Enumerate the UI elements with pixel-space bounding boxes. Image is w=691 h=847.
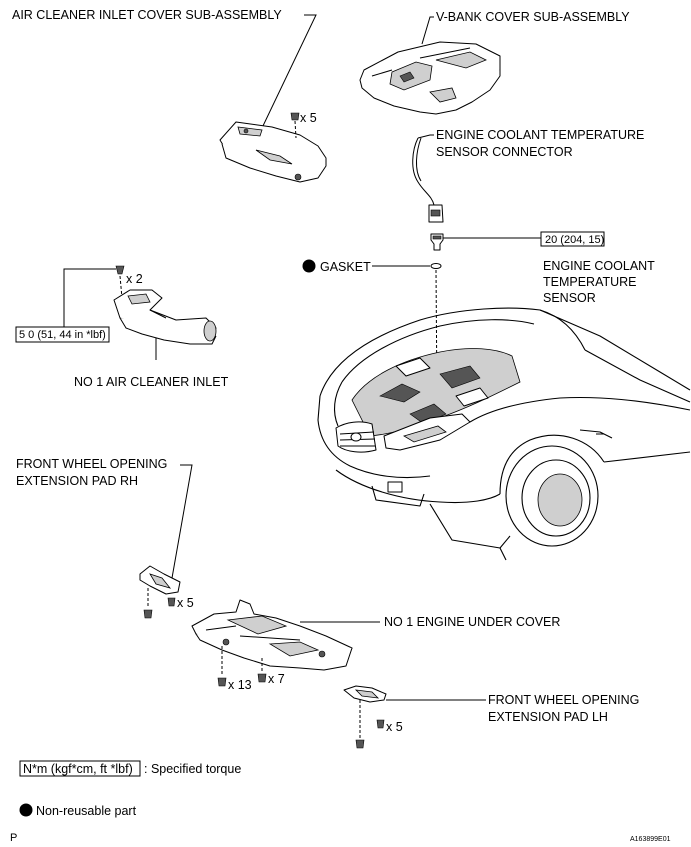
air-cleaner-inlet-cover-part: AIR CLEANER INLET COVER SUB-ASSEMBLY x 5	[12, 8, 327, 183]
pad-rh-label-line1: FRONT WHEEL OPENING	[16, 457, 167, 471]
bolt-icon	[115, 265, 125, 275]
non-reusable-mark-icon	[302, 259, 316, 273]
legend-nonreusable-text: Non-reusable part	[36, 804, 137, 818]
extension-pad-rh-part: FRONT WHEEL OPENING EXTENSION PAD RH x 5	[16, 457, 194, 619]
vehicle-illustration	[317, 307, 691, 561]
v-bank-cover-label: V-BANK COVER SUB-ASSEMBLY	[436, 10, 630, 24]
legend: N*m (kgf*cm, ft *lbf) : Specified torque…	[19, 760, 241, 818]
legend-torque-text: : Specified torque	[144, 762, 241, 776]
under-cover-bolt-count: x 7	[268, 672, 285, 686]
clip-icon	[376, 719, 385, 729]
legend-torque-units: N*m (kgf*cm, ft *lbf)	[23, 762, 133, 776]
non-reusable-legend-icon	[19, 803, 33, 817]
clip-icon	[143, 609, 153, 619]
clip-icon	[355, 739, 365, 749]
bolt-icon	[257, 673, 267, 683]
sensor-connector-part: ENGINE COOLANT TEMPERATURE SENSOR CONNEC…	[412, 128, 644, 223]
clip-icon	[290, 112, 300, 121]
inlet-bolt-count: x 2	[126, 272, 143, 286]
clip-icon	[217, 677, 227, 687]
pad-rh-label-line2: EXTENSION PAD RH	[16, 474, 138, 488]
legend-torque-box	[19, 760, 141, 777]
v-bank-cover-part: V-BANK COVER SUB-ASSEMBLY	[359, 10, 630, 115]
air-cleaner-inlet-part: x 2 5 0 (51, 44 in *lbf) NO 1 AIR CLEANE…	[15, 265, 229, 389]
pad-lh-label-line1: FRONT WHEEL OPENING	[488, 693, 639, 707]
page-mark: P	[10, 832, 17, 844]
engine-under-cover-part: NO 1 ENGINE UNDER COVER x 13 x 7	[191, 599, 560, 692]
inlet-torque-box	[15, 326, 110, 343]
under-cover-clip-count: x 13	[228, 678, 252, 692]
sensor-torque-box	[540, 231, 605, 247]
air-cleaner-inlet-cover-label: AIR CLEANER INLET COVER SUB-ASSEMBLY	[12, 8, 282, 22]
pad-lh-clip-count: x 5	[386, 720, 403, 734]
clip-icon	[167, 597, 176, 607]
connector-label-line2: SENSOR CONNECTOR	[436, 145, 573, 159]
gasket-part: GASKET	[302, 259, 442, 401]
pad-rh-clip-count: x 5	[177, 596, 194, 610]
air-cleaner-inlet-label: NO 1 AIR CLEANER INLET	[74, 375, 229, 389]
gasket-label: GASKET	[320, 260, 371, 274]
extension-pad-lh-part: FRONT WHEEL OPENING EXTENSION PAD LH x 5	[343, 685, 639, 749]
sensor-torque-value: 20 (204, 15)	[545, 234, 604, 246]
inlet-torque-value: 5 0 (51, 44 in *lbf)	[19, 329, 106, 341]
sensor-label-line3: SENSOR	[543, 291, 596, 305]
coolant-temperature-sensor-part: 20 (204, 15) ENGINE COOLANT TEMPERATURE …	[430, 231, 655, 305]
connector-label-line1: ENGINE COOLANT TEMPERATURE	[436, 128, 644, 142]
sensor-label-line1: ENGINE COOLANT	[543, 259, 655, 273]
pad-lh-label-line2: EXTENSION PAD LH	[488, 710, 608, 724]
under-cover-label: NO 1 ENGINE UNDER COVER	[384, 615, 560, 629]
cover-clip-count: x 5	[300, 111, 317, 125]
sensor-label-line2: TEMPERATURE	[543, 275, 637, 289]
figure-id: A163899E01	[630, 836, 671, 843]
